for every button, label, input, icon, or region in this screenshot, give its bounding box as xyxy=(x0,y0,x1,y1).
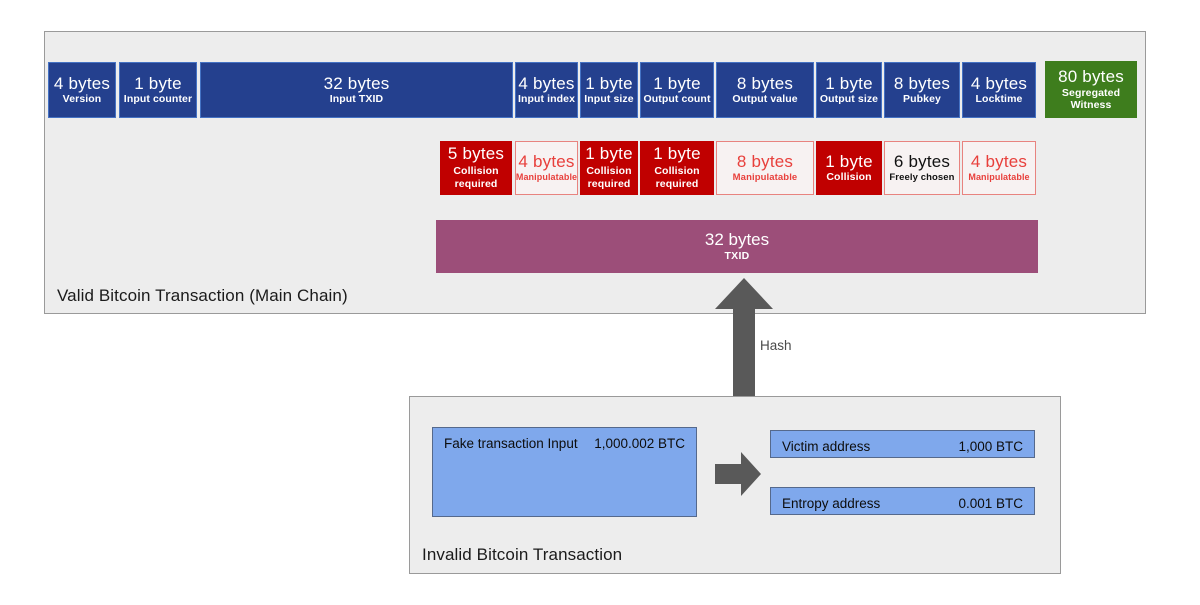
output-label: Victim address xyxy=(782,439,871,454)
field-label: Freely chosen xyxy=(889,171,955,183)
field-size: 4 bytes xyxy=(53,73,111,93)
field-input-size: 1 byte Input size xyxy=(580,62,638,118)
field-size: 1 byte xyxy=(825,73,873,93)
field-label: Version xyxy=(62,93,102,106)
valid-panel-caption: Valid Bitcoin Transaction (Main Chain) xyxy=(57,286,348,305)
invalid-panel-caption: Invalid Bitcoin Transaction xyxy=(422,545,623,564)
field-size: 1 byte xyxy=(653,73,701,93)
field-label: Input TXID xyxy=(329,93,384,106)
output-label: Entropy address xyxy=(782,496,881,511)
attack-field-manipulatable-8b-value: 8 bytes Manipulatable xyxy=(716,141,814,195)
hash-up-arrow-icon xyxy=(714,278,774,400)
field-label: Locktime xyxy=(975,93,1023,106)
field-size: 80 bytes xyxy=(1058,66,1124,86)
attack-field-manipulatable-4b-locktime: 4 bytes Manipulatable xyxy=(962,141,1036,195)
field-label: Manipulatable xyxy=(732,171,798,183)
field-label: Input size xyxy=(584,93,634,106)
field-size: 5 bytes xyxy=(447,144,505,164)
attack-field-freely-chosen-6b: 6 bytes Freely chosen xyxy=(884,141,960,195)
field-label: Collision required xyxy=(654,165,700,190)
field-size: 1 byte xyxy=(653,144,701,164)
field-label: Input counter xyxy=(123,93,193,106)
field-size: 1 byte xyxy=(134,73,182,93)
field-size: 4 bytes xyxy=(970,152,1028,172)
field-label: Collision xyxy=(826,171,872,184)
txid-label: TXID xyxy=(724,250,750,263)
field-size: 4 bytes xyxy=(970,73,1028,93)
field-label: Output count xyxy=(643,93,711,106)
input-label: Fake transaction Input xyxy=(444,436,578,451)
field-input-counter: 1 byte Input counter xyxy=(119,62,197,118)
field-label: Output size xyxy=(819,93,879,106)
field-pubkey: 8 bytes Pubkey xyxy=(884,62,960,118)
field-size: 1 byte xyxy=(585,73,633,93)
attack-field-collision-required-1b-a: 1 byte Collision required xyxy=(580,141,638,195)
attack-field-manipulatable-4b-index: 4 bytes Manipulatable xyxy=(515,141,578,195)
output-amount: 0.001 BTC xyxy=(958,496,1023,511)
field-label: Collision required xyxy=(453,165,499,190)
field-label: Collision required xyxy=(586,165,632,190)
field-size: 8 bytes xyxy=(736,152,794,172)
field-locktime: 4 bytes Locktime xyxy=(962,62,1036,118)
field-input-index: 4 bytes Input index xyxy=(515,62,578,118)
attack-field-collision-1b: 1 byte Collision xyxy=(816,141,882,195)
field-label: Manipulatable xyxy=(515,172,578,183)
output-amount: 1,000 BTC xyxy=(958,439,1023,454)
field-size: 4 bytes xyxy=(518,152,575,172)
field-size: 1 byte xyxy=(585,144,633,164)
field-size: 6 bytes xyxy=(893,152,951,172)
flow-right-arrow-icon xyxy=(715,452,761,496)
field-size: 8 bytes xyxy=(736,73,794,93)
field-input-txid: 32 bytes Input TXID xyxy=(200,62,513,118)
attack-field-collision-required-5b: 5 bytes Collision required xyxy=(440,141,512,195)
attack-field-collision-required-1b-b: 1 byte Collision required xyxy=(640,141,714,195)
entropy-address-output-box: Entropy address 0.001 BTC xyxy=(770,487,1035,515)
field-output-count: 1 byte Output count xyxy=(640,62,714,118)
field-size: 8 bytes xyxy=(893,73,951,93)
field-size: 1 byte xyxy=(825,151,873,171)
field-size: 4 bytes xyxy=(518,73,575,93)
field-label: Segregated Witness xyxy=(1061,87,1121,112)
invalid-transaction-panel: Invalid Bitcoin Transaction xyxy=(409,396,1061,574)
field-size: 32 bytes xyxy=(323,73,390,93)
txid-result-bar: 32 bytes TXID xyxy=(436,220,1038,273)
field-label: Output value xyxy=(732,93,798,106)
field-version: 4 bytes Version xyxy=(48,62,116,118)
field-output-size: 1 byte Output size xyxy=(816,62,882,118)
field-segregated-witness: 80 bytes Segregated Witness xyxy=(1045,61,1137,118)
field-label: Manipulatable xyxy=(968,172,1030,183)
field-label: Input index xyxy=(517,93,576,106)
field-label: Pubkey xyxy=(903,93,941,106)
txid-size: 32 bytes xyxy=(704,229,770,249)
fake-transaction-input-box: Fake transaction Input 1,000.002 BTC xyxy=(432,427,697,517)
victim-address-output-box: Victim address 1,000 BTC xyxy=(770,430,1035,458)
field-output-value: 8 bytes Output value xyxy=(716,62,814,118)
input-amount: 1,000.002 BTC xyxy=(594,436,685,451)
hash-arrow-label: Hash xyxy=(760,338,792,353)
